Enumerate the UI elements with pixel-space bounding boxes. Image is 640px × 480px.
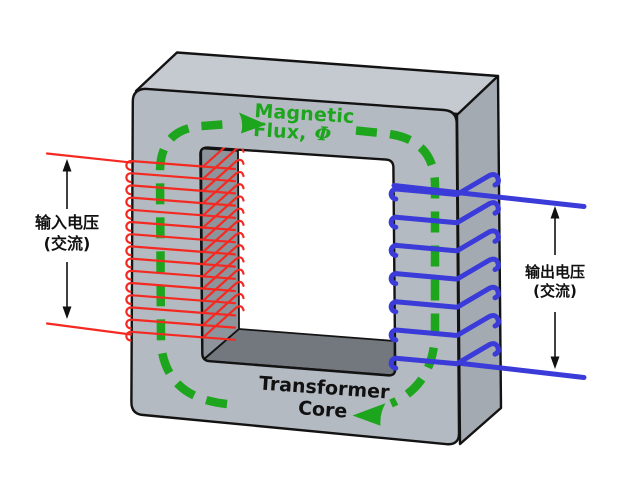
flux-path-right: [355, 126, 440, 408]
flux-arrowhead-right-icon: [239, 112, 267, 134]
primary-coil-turn: [125, 245, 237, 257]
magnetic-flux-loop: [155, 112, 440, 426]
primary-coil-turn: [125, 318, 237, 330]
secondary-coil-turn: [388, 256, 501, 287]
secondary-coil: [388, 171, 587, 380]
output-voltage-label-line2: (交流): [533, 282, 577, 300]
primary-coil-turn: [125, 208, 237, 220]
primary-coil-turn: [125, 257, 237, 269]
primary-coil: [45, 146, 245, 342]
input-voltage-arrow: [62, 159, 72, 319]
primary-coil-back-turn: [201, 292, 245, 327]
primary-coil-turn: [125, 172, 237, 184]
primary-coil-turn: [125, 281, 237, 293]
secondary-coil-turn: [388, 200, 501, 230]
secondary-coil-lead-bottom: [459, 361, 587, 380]
primary-coil-turn: [125, 196, 237, 208]
primary-coil-turn: [125, 233, 237, 245]
primary-coil-back-turn: [201, 195, 245, 229]
secondary-coil-turns: [388, 171, 501, 371]
primary-coil-turn: [125, 330, 237, 342]
secondary-coil-turn: [388, 341, 501, 371]
primary-coil-back-turn: [201, 256, 245, 290]
flux-path-left: [155, 119, 228, 409]
primary-coil-turn: [125, 294, 237, 306]
core-front-face: [130, 87, 461, 446]
primary-coil-back-turn: [201, 183, 245, 217]
output-voltage-label-line1: 输出电压: [524, 263, 585, 281]
output-arrow-up-icon: [550, 206, 560, 219]
flux-arrowhead-left-icon: [352, 403, 386, 426]
secondary-coil-lead-top: [391, 183, 587, 209]
input-arrow-up-icon: [62, 159, 72, 172]
primary-coil-turn: [125, 184, 237, 196]
input-voltage-label-line1: 输入电压: [34, 213, 99, 232]
primary-coil-back-turn: [201, 268, 245, 302]
primary-coil-lead-bottom: [45, 322, 133, 336]
secondary-coil-turn: [388, 171, 501, 202]
output-arrow-down-icon: [550, 356, 560, 369]
secondary-coil-turn: [388, 228, 501, 258]
primary-coil-turns: [125, 159, 237, 342]
input-voltage-label: 输入电压 (交流): [10, 212, 124, 254]
primary-coil-back-turn: [201, 207, 245, 241]
phi-symbol: Φ: [314, 122, 333, 146]
secondary-coil-turn: [388, 284, 501, 315]
primary-coil-back-turn: [201, 158, 245, 193]
primary-coil-turn: [125, 269, 237, 281]
primary-coil-back-turn: [201, 231, 245, 266]
primary-coil-lead-top: [45, 152, 133, 164]
output-voltage-label: 输出电压 (交流): [498, 263, 612, 301]
primary-coil-back-turn: [201, 219, 245, 254]
primary-coil-turn: [125, 306, 237, 318]
primary-coil-back-turn: [201, 305, 245, 339]
output-voltage-arrow: [550, 206, 560, 369]
primary-coil-back-turn: [201, 280, 245, 315]
primary-coil-turn: [125, 220, 237, 232]
primary-coil-back-turn: [201, 170, 245, 205]
secondary-coil-turn: [388, 312, 501, 343]
primary-coil-back-segments: [201, 146, 245, 339]
magnetic-flux-label: Magnetic Flux,Φ: [253, 100, 395, 147]
input-arrow-down-icon: [62, 306, 72, 319]
primary-coil-back-turn: [201, 244, 245, 278]
input-voltage-label-line2: (交流): [43, 234, 91, 253]
primary-coil-turn: [125, 159, 237, 171]
